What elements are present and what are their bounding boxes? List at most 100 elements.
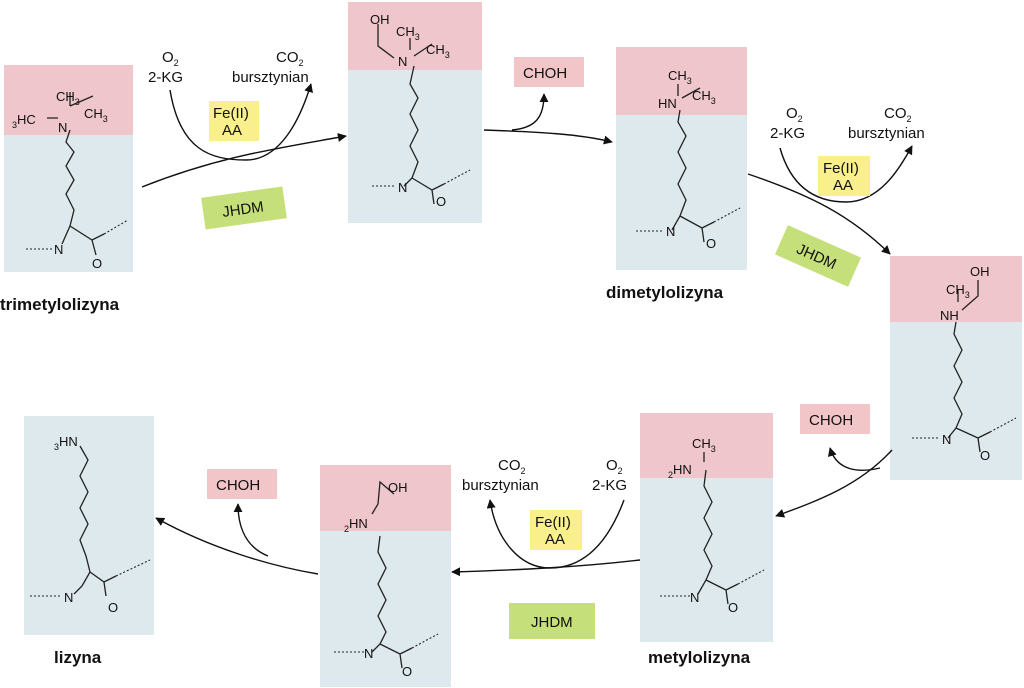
formaldehyde-release-2: CHOH	[775, 404, 893, 518]
atom-label: 2HN	[344, 516, 368, 534]
atom-label: 3HC	[12, 112, 36, 130]
main-arrow	[141, 133, 347, 188]
methyl-head-panel	[320, 465, 451, 531]
atom-label: O	[706, 236, 716, 251]
main-arrow	[747, 173, 891, 255]
atom-label: O	[728, 600, 738, 615]
monomethyllysine-caption: metylolizyna	[648, 648, 751, 667]
atom-label: N	[690, 590, 699, 605]
enzyme-label: JHDM	[531, 614, 573, 631]
chain-panel	[348, 70, 482, 223]
chain-panel	[616, 115, 747, 270]
iron-label: Fe(II)	[213, 105, 249, 122]
atom-label: OH	[370, 12, 390, 27]
cofactor-box	[818, 156, 870, 196]
lysine-molecule: 3HN N O	[24, 416, 154, 635]
hydroxylation-reaction-2: O2 2-KG CO2 bursztynian Fe(II) AA JHDM	[747, 105, 925, 287]
atom-label: CH3	[692, 436, 716, 454]
methyl-head-panel	[348, 2, 482, 70]
atom-label: O	[436, 194, 446, 209]
atom-label: CH3	[84, 106, 108, 124]
dimethyllysine-caption: dimetylolizyna	[606, 283, 724, 302]
atom-label: HN	[658, 96, 677, 111]
succinate-label: bursztynian	[848, 125, 925, 142]
atom-label: CH3	[692, 88, 716, 106]
chain-panel	[24, 416, 154, 635]
atom-label: O	[402, 664, 412, 679]
byproduct-label: CHOH	[216, 477, 260, 494]
atom-label: O	[980, 448, 990, 463]
hydroxylation-reaction-1: O2 2-KG CO2 bursztynian Fe(II) AA JHDM	[141, 49, 347, 230]
atom-label: N	[58, 120, 67, 135]
succinate-label: bursztynian	[232, 69, 309, 86]
oxygen-label: O2	[606, 457, 623, 476]
atom-label: N	[54, 242, 63, 257]
hydroxymethyllysine-molecule: OH 2HN N O	[320, 465, 451, 687]
co2-label: CO2	[884, 105, 912, 124]
atom-label: 2HN	[668, 462, 692, 480]
iron-label: Fe(II)	[823, 160, 859, 177]
chain-panel	[320, 531, 451, 687]
atom-label: N	[398, 54, 407, 69]
byproduct-label: CHOH	[523, 65, 567, 82]
chain-panel	[640, 478, 773, 642]
methyl-head-panel	[640, 413, 773, 478]
atom-label: CH3	[56, 89, 80, 107]
enzyme-label: JHDM	[221, 198, 265, 221]
atom-label: N	[398, 180, 407, 195]
atom-label: N	[64, 590, 73, 605]
atom-label: O	[92, 256, 102, 271]
atom-label: N	[666, 224, 675, 239]
enzyme-box	[201, 186, 287, 230]
atom-label: 3HN	[54, 434, 78, 452]
atom-label: CH3	[668, 68, 692, 86]
atom-label: N	[364, 646, 373, 661]
byproduct-box	[800, 404, 870, 434]
ketoglutarate-label: 2-KG	[770, 125, 805, 142]
dimethyllysine-molecule: HN CH3 CH3 N O	[616, 47, 747, 270]
atom-label: OH	[388, 480, 408, 495]
hydroxymethyl-methyllysine-molecule: OH CH3 NH N O	[890, 256, 1022, 480]
iron-label: Fe(II)	[535, 514, 571, 531]
main-arrow	[483, 129, 613, 145]
atom-label: CH3	[426, 42, 450, 60]
formaldehyde-release-3: CHOH	[155, 469, 319, 575]
atom-label: CH3	[396, 24, 420, 42]
atom-label: NH	[940, 308, 959, 323]
succinate-label: bursztynian	[462, 477, 539, 494]
atom-label: OH	[970, 264, 990, 279]
ascorbate-label: AA	[545, 531, 565, 548]
methyl-head-panel	[4, 65, 133, 135]
hydroxymethyl-dimethyllysine-molecule: OH N CH3 CH3 N O	[348, 2, 482, 223]
cofactor-box	[209, 101, 259, 141]
release-arrow	[827, 447, 881, 471]
co2-label: CO2	[276, 49, 304, 68]
main-arrow	[451, 559, 641, 577]
main-arrow	[775, 449, 893, 518]
release-arrow	[233, 503, 269, 557]
atom-label: CH3	[946, 282, 970, 300]
ketoglutarate-label: 2-KG	[592, 477, 627, 494]
methyl-head-panel	[890, 256, 1022, 322]
release-arrow	[511, 93, 549, 131]
trimethyllysine-caption: trimetylolizyna	[0, 295, 120, 314]
lysine-caption: lizyna	[54, 648, 102, 667]
chain-panel	[4, 135, 133, 272]
hydroxylation-reaction-3: CO2 bursztynian O2 2-KG Fe(II) AA JHDM	[451, 457, 641, 639]
byproduct-box	[207, 469, 277, 499]
atom-label: O	[108, 600, 118, 615]
ascorbate-label: AA	[222, 122, 242, 139]
cosubstrate-arc	[169, 83, 313, 161]
enzyme-box	[774, 225, 862, 287]
ascorbate-label: AA	[833, 177, 853, 194]
byproduct-label: CHOH	[809, 412, 853, 429]
main-arrow	[155, 517, 319, 575]
oxygen-label: O2	[162, 49, 179, 68]
monomethyllysine-molecule: CH3 2HN N O	[640, 413, 773, 642]
ketoglutarate-label: 2-KG	[148, 69, 183, 86]
cosubstrate-arc	[779, 145, 913, 203]
formaldehyde-release-1: CHOH	[483, 57, 613, 145]
cofactor-box	[530, 510, 582, 550]
co2-label: CO2	[498, 457, 526, 476]
